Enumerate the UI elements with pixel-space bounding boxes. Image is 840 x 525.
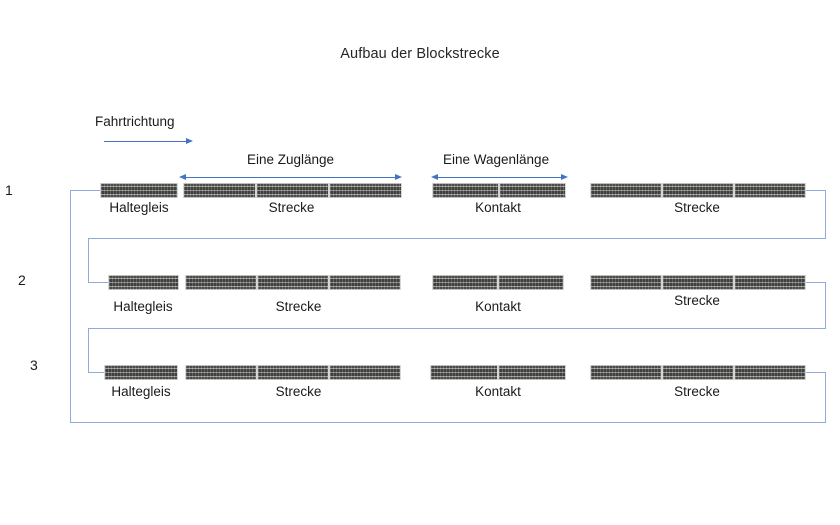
track-segment bbox=[590, 275, 662, 290]
track-segment bbox=[256, 183, 329, 198]
track-segment bbox=[104, 365, 178, 380]
zuglaenge-arrow-head-left-icon bbox=[179, 173, 186, 180]
row3-label-strecke-1: Strecke bbox=[275, 384, 322, 399]
fahrtrichtung-arrow-head-right-icon bbox=[186, 137, 193, 144]
row3-block-haltegleis-track bbox=[104, 365, 178, 380]
row1-label-strecke-2: Strecke bbox=[674, 200, 720, 215]
connector-row2-right-down bbox=[825, 282, 826, 328]
row2-label-haltegleis: Haltegleis bbox=[113, 299, 173, 314]
track-segment bbox=[498, 365, 566, 380]
connector-row3-left-in bbox=[88, 372, 108, 373]
track-segment bbox=[590, 183, 662, 198]
connector-row2-right-out bbox=[805, 282, 825, 283]
track-segment bbox=[662, 365, 734, 380]
track-segment bbox=[734, 365, 806, 380]
track-segment bbox=[662, 275, 734, 290]
wagenlaenge-arrow-head-left-icon bbox=[431, 173, 438, 180]
wagenlaenge-arrow-line bbox=[437, 177, 563, 178]
row1-block-kontakt-track bbox=[432, 183, 566, 198]
row1-block-strecke-1-track bbox=[183, 183, 402, 198]
connector-row1-right-down bbox=[825, 190, 826, 238]
row2-label-strecke-1: Strecke bbox=[275, 299, 322, 314]
connector-row2-left-in bbox=[88, 282, 108, 283]
row1-label-haltegleis: Haltegleis bbox=[109, 200, 169, 215]
track-segment bbox=[100, 183, 178, 198]
fahrtrichtung-arrow-line bbox=[104, 141, 188, 142]
row2-block-kontakt-track bbox=[432, 275, 564, 290]
row3-label-strecke-2: Strecke bbox=[674, 384, 720, 399]
connector-return-up-left bbox=[70, 190, 71, 422]
page-title: Aufbau der Blockstrecke bbox=[340, 46, 500, 62]
row3-block-kontakt-track bbox=[430, 365, 566, 380]
row2-block-haltegleis-track bbox=[108, 275, 179, 290]
track-segment bbox=[734, 275, 806, 290]
track-segment bbox=[257, 365, 329, 380]
zuglaenge-arrow-line bbox=[185, 177, 397, 178]
row1-label-strecke-1: Strecke bbox=[268, 200, 315, 215]
connector-row1-right-out bbox=[805, 190, 825, 191]
row1-block-strecke-2-track bbox=[590, 183, 806, 198]
track-segment bbox=[430, 365, 498, 380]
track-segment bbox=[329, 275, 401, 290]
zuglaenge-arrow-head-right-icon bbox=[395, 173, 402, 180]
row2-block-strecke-2-track bbox=[590, 275, 806, 290]
row-number-1: 1 bbox=[5, 182, 13, 198]
annotation-label-fahrtrichtung: Fahrtrichtung bbox=[95, 114, 175, 129]
row3-label-kontakt: Kontakt bbox=[475, 384, 521, 399]
track-segment bbox=[183, 183, 256, 198]
row2-label-kontakt: Kontakt bbox=[475, 299, 521, 314]
track-segment bbox=[499, 183, 566, 198]
connector-row2-left-down bbox=[88, 238, 89, 282]
track-segment bbox=[185, 365, 257, 380]
row-number-3: 3 bbox=[30, 357, 38, 373]
row1-label-kontakt: Kontakt bbox=[475, 200, 521, 215]
track-segment bbox=[108, 275, 179, 290]
track-segment bbox=[432, 183, 499, 198]
track-segment bbox=[257, 275, 329, 290]
track-segment bbox=[498, 275, 564, 290]
annotation-label-wagenlaenge: Eine Wagenlänge bbox=[443, 152, 550, 167]
track-segment bbox=[329, 365, 401, 380]
connector-row1-to-row2-across bbox=[88, 238, 826, 239]
track-segment bbox=[185, 275, 257, 290]
connector-return-across-bottom bbox=[70, 422, 826, 423]
wagenlaenge-arrow-head-right-icon bbox=[561, 173, 568, 180]
track-segment bbox=[590, 365, 662, 380]
row1-block-haltegleis-track bbox=[100, 183, 178, 198]
connector-row3-right-out bbox=[805, 372, 825, 373]
row2-block-strecke-1-track bbox=[185, 275, 401, 290]
annotation-label-zuglaenge: Eine Zuglänge bbox=[247, 152, 335, 167]
track-segment bbox=[662, 183, 734, 198]
track-segment bbox=[734, 183, 806, 198]
connector-row3-left-down bbox=[88, 328, 89, 372]
row3-block-strecke-2-track bbox=[590, 365, 806, 380]
row3-label-haltegleis: Haltegleis bbox=[111, 384, 171, 399]
track-segment bbox=[329, 183, 402, 198]
row3-block-strecke-1-track bbox=[185, 365, 401, 380]
row2-label-strecke-2: Strecke bbox=[674, 293, 720, 308]
track-segment bbox=[432, 275, 498, 290]
connector-return-into-row1 bbox=[70, 190, 108, 191]
connector-row3-right-down bbox=[825, 372, 826, 422]
row-number-2: 2 bbox=[18, 272, 26, 288]
connector-row2-to-row3-across bbox=[88, 328, 826, 329]
